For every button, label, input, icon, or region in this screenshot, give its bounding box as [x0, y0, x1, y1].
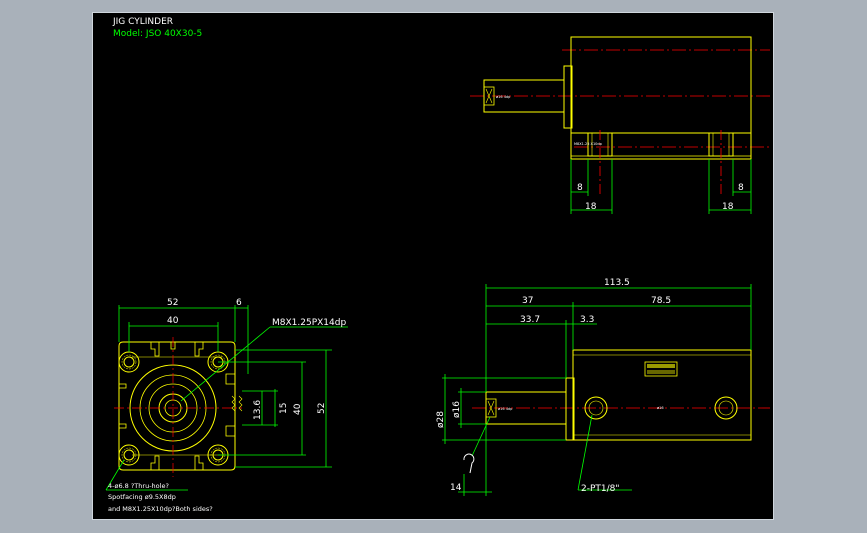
front-dim-6: 6: [236, 298, 242, 308]
side-view-body: [572, 349, 752, 441]
side-dim-33-7: 33.7: [520, 315, 540, 325]
drawing-title: JIG CYLINDER: [112, 17, 173, 27]
cad-drawing: JIG CYLINDER Model: JSO 40X30-5 ø16 4dp …: [105, 17, 770, 513]
front-note-spotfacing: Spotfacing ø9.5X8dp: [108, 493, 176, 501]
front-view: 52 6 40 M8X1.25PX14dp 13.6 15 40 52 4-ø6…: [105, 298, 348, 513]
side-dim-dia16: ø16: [452, 401, 462, 418]
side-view-port-right: [714, 396, 738, 420]
corner-hole-bl: [118, 444, 140, 466]
side-view-port-left: [584, 396, 608, 420]
top-view-dim-left-8: 8: [577, 183, 583, 193]
front-thread-callout: M8X1.25PX14dp: [272, 318, 346, 328]
front-view-flange: [118, 341, 236, 471]
top-view-body: [570, 36, 752, 160]
side-dim-78-5: 78.5: [651, 296, 671, 306]
side-view: ø16 4dp ø16 113.5 37 78.5 33.7 3.3 ø28 ø…: [436, 278, 770, 496]
svg-text:ø16 4dp: ø16 4dp: [496, 95, 511, 99]
top-view: ø16 4dp M8X1.25 X10dp 8 18 8 18: [470, 36, 770, 214]
top-view-dim-right-18: 18: [722, 202, 734, 212]
svg-text:ø16 4dp: ø16 4dp: [498, 407, 513, 411]
front-dim-15: 15: [279, 403, 289, 414]
front-note-holes: 4-ø6.8 ?Thru-hole?: [108, 482, 169, 490]
side-view-nameplate: [644, 361, 678, 377]
side-dim-14: 14: [450, 483, 462, 493]
side-port-callout: 2-PT1/8": [581, 484, 620, 494]
side-dim-3-3: 3.3: [580, 315, 594, 325]
top-view-rod-flat: [485, 88, 493, 104]
side-view-hook-symbol: [463, 453, 475, 474]
front-dim-52: 52: [167, 298, 178, 308]
front-dim-h40: 40: [293, 403, 303, 415]
top-view-dim-left-18: 18: [585, 202, 597, 212]
side-dim-dia28: ø28: [436, 411, 446, 428]
svg-text:ø16: ø16: [657, 406, 664, 410]
front-dim-13-6: 13.6: [253, 400, 263, 420]
front-dim-h52: 52: [317, 403, 327, 414]
front-dim-40: 40: [167, 316, 179, 326]
svg-text:M8X1.25 X10dp: M8X1.25 X10dp: [574, 142, 603, 146]
top-view-rod-end: [483, 86, 495, 106]
drawing-sheet: JIG CYLINDER Model: JSO 40X30-5 ø16 4dp …: [92, 12, 774, 520]
side-dim-37: 37: [522, 296, 533, 306]
front-note-tap: and M8X1.25X10dp?Both sides?: [108, 505, 213, 513]
side-dim-total: 113.5: [604, 278, 630, 288]
top-view-dim-right-8: 8: [738, 183, 744, 193]
model-label: Model: JSO 40X30-5: [113, 29, 202, 39]
